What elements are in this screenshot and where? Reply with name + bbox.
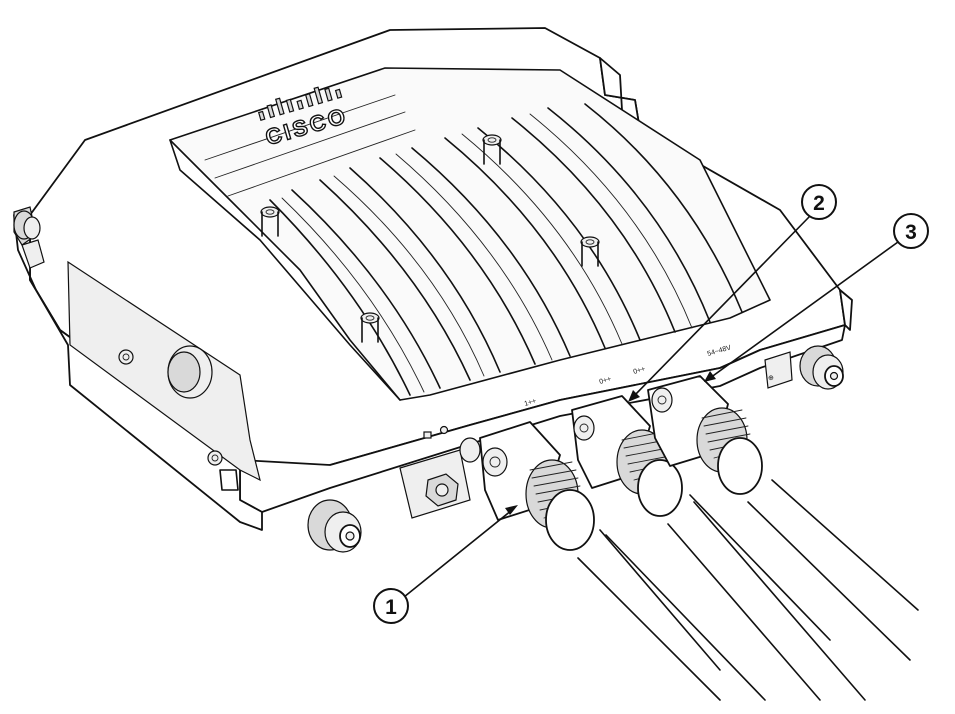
callout-2-label: 2 [813,192,825,215]
callout-1-label: 1 [385,596,397,619]
side-port-cap [167,345,213,399]
callout-2: 2 [628,184,837,402]
right-rf-connector [799,345,844,390]
rear-left-rf-connector [13,210,41,240]
mounting-posts [260,134,600,343]
connector-2 [571,395,866,701]
mounting-post [360,312,380,343]
connector-3 [647,375,919,661]
mounting-post [260,206,280,237]
callout-3-label: 3 [905,221,917,244]
front-port-bank [399,375,919,701]
cisco-bridge-logo-icon [257,86,343,121]
led-icon [423,431,432,439]
grounding-lug [425,473,459,507]
callout-1: 1 [373,505,518,624]
svg-text:⊕: ⊕ [768,375,774,382]
port-2-label: 0++ [599,376,613,386]
connector-1 [479,421,766,701]
side-details: ⊕ [13,210,844,553]
left-rf-connector [307,499,362,553]
port-1-label: 1++ [524,398,538,408]
mounting-post [580,236,600,267]
port-3-label: 0++ [633,366,647,376]
heat-sink-fins [169,67,771,401]
reset-icon [439,425,449,435]
mounting-post [482,134,502,165]
callout-3: 3 [704,213,929,382]
